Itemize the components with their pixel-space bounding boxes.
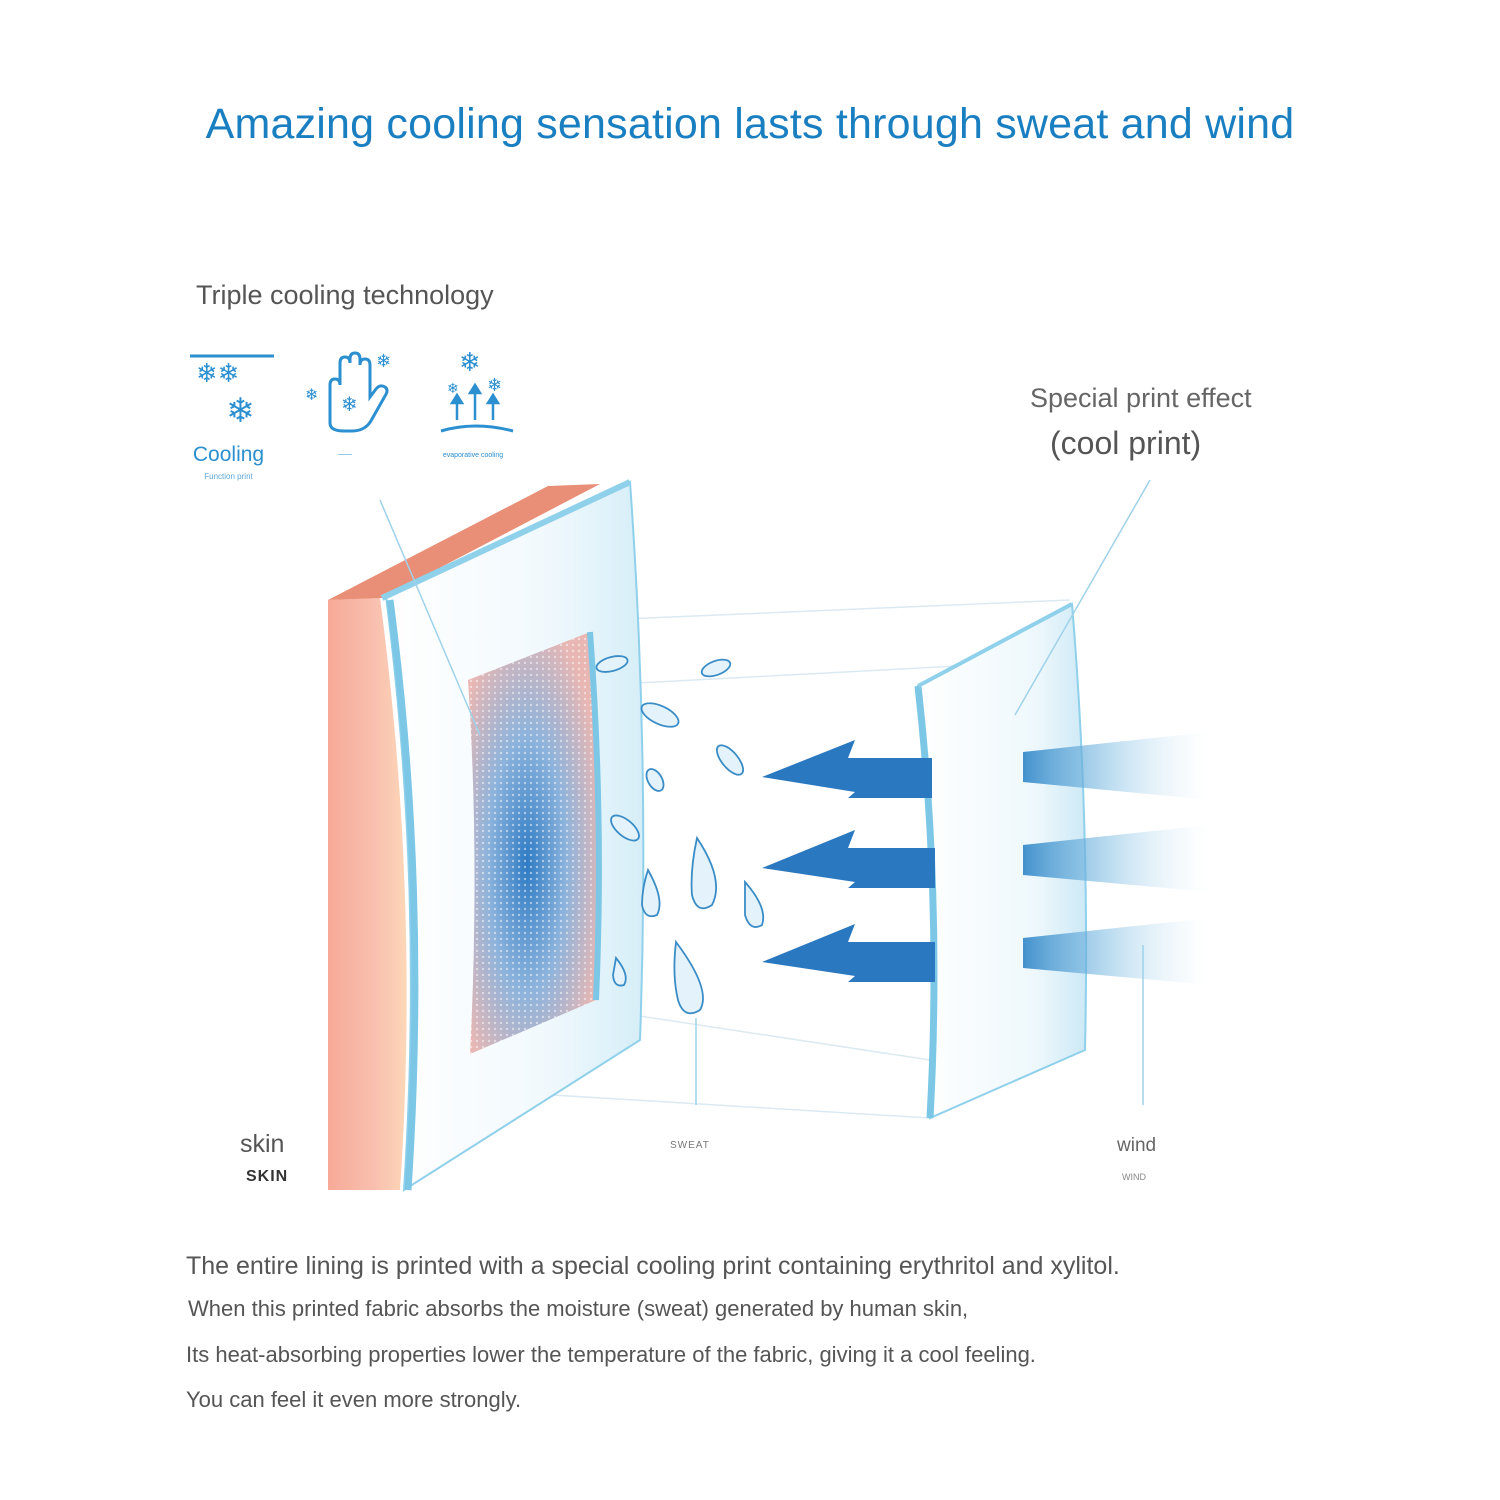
snowflake-cooling-icon: ❄❄ ❄ [190, 354, 274, 430]
description-line-4: You can feel it even more strongly. [186, 1387, 522, 1412]
svg-text:❄: ❄ [226, 391, 255, 430]
evaporative-cooling-icon: ❄ ❄ ❄ [440, 348, 514, 433]
description-line-2: When this printed fabric absorbs the moi… [188, 1296, 969, 1321]
svg-text:❄: ❄ [487, 375, 502, 396]
skin-layer [328, 598, 407, 1190]
callout-title: Special print effect [1030, 383, 1252, 413]
svg-text:❄: ❄ [447, 381, 459, 397]
description-line-1: The entire lining is printed with a spec… [186, 1252, 1120, 1280]
svg-text:❄❄: ❄❄ [196, 359, 240, 389]
icon-label-evaporative: evaporative cooling [442, 452, 504, 459]
fabric-layer-diagram [328, 479, 1210, 1192]
description-line-3: Its heat-absorbing properties lower the … [186, 1342, 1036, 1367]
svg-text:❄: ❄ [459, 348, 481, 378]
skin-label: skin [240, 1130, 285, 1158]
svg-text:❄: ❄ [376, 351, 391, 372]
page-title: Amazing cooling sensation lasts through … [205, 100, 1295, 148]
icon-label-cooling: Cooling [192, 443, 265, 466]
wind-beams [1023, 732, 1210, 985]
wind-label: wind [1117, 1135, 1157, 1156]
callout-subtitle: (cool print) [1050, 425, 1202, 461]
icon-sublabel-cooling: Function print [204, 472, 253, 481]
sweat-droplets [595, 655, 765, 1015]
hand-snowflake-icon: ❄ ❄ ❄ [305, 351, 391, 433]
section-label: Triple cooling technology [196, 280, 494, 310]
icon-label-hand: —— [338, 451, 352, 458]
skin-label-caps: SKIN [246, 1168, 289, 1185]
svg-text:❄: ❄ [305, 385, 318, 404]
wind-label-caps: WIND [1122, 1172, 1146, 1182]
sweat-label: SWEAT [670, 1140, 710, 1151]
svg-text:❄: ❄ [341, 392, 358, 416]
cooling-arrows [762, 740, 935, 982]
